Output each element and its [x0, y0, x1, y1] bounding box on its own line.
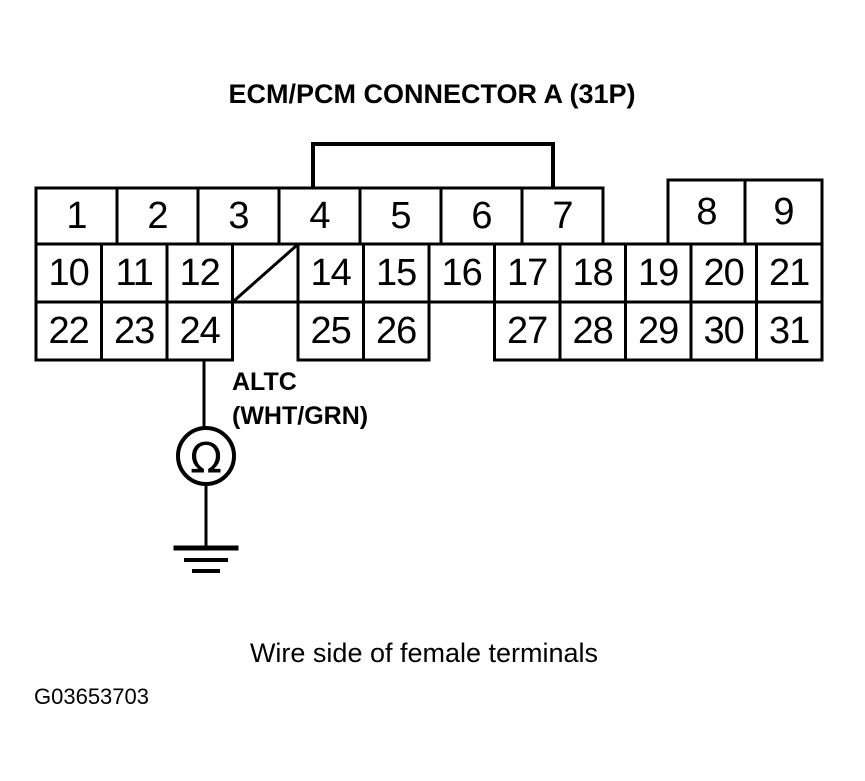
- terminal-cell-24[interactable]: 24: [165, 300, 234, 362]
- ohmmeter-icon: Ω: [176, 426, 236, 486]
- terminal-cell-29[interactable]: 29: [624, 300, 693, 362]
- terminal-cell-1[interactable]: 1: [34, 186, 119, 246]
- pin-number: 11: [115, 252, 152, 294]
- terminal-cell-27[interactable]: 27: [493, 300, 562, 362]
- pin-number: 16: [442, 252, 482, 294]
- pin-number: 22: [49, 310, 89, 352]
- terminal-cell-3[interactable]: 3: [196, 186, 281, 246]
- terminal-cell-6[interactable]: 6: [439, 186, 524, 246]
- terminal-cell-15[interactable]: 15: [362, 242, 431, 304]
- terminal-cell-31[interactable]: 31: [755, 300, 824, 362]
- terminal-cell-2[interactable]: 2: [115, 186, 200, 246]
- pin-number: 7: [552, 195, 572, 237]
- pin-number: 8: [696, 191, 716, 233]
- pin-number: 17: [507, 252, 547, 294]
- terminal-cell-19[interactable]: 19: [624, 242, 693, 304]
- pin-number: 18: [573, 252, 613, 294]
- pin-number: 10: [49, 252, 89, 294]
- ohm-symbol: Ω: [190, 434, 222, 483]
- pin-number: 27: [507, 310, 547, 352]
- terminal-cell-28[interactable]: 28: [558, 300, 627, 362]
- pin-number: 3: [228, 195, 248, 237]
- pin-number: 9: [773, 191, 793, 233]
- terminal-cell-16[interactable]: 16: [427, 242, 496, 304]
- terminal-cell-14[interactable]: 14: [296, 242, 365, 304]
- terminal-cell-26[interactable]: 26: [362, 300, 431, 362]
- wire-name: ALTC: [232, 368, 297, 396]
- connector-row-2: 10 11 12 14 15: [34, 242, 824, 304]
- pin-number: 19: [638, 252, 678, 294]
- figure-id: G03653703: [34, 684, 149, 709]
- pin-number: 4: [309, 195, 330, 237]
- terminal-cell-12[interactable]: 12: [165, 242, 234, 304]
- terminal-cell-23[interactable]: 23: [100, 300, 169, 362]
- pin-number: 15: [376, 252, 416, 294]
- pin-number: 20: [704, 252, 744, 294]
- wire-color: (WHT/GRN): [232, 402, 368, 430]
- terminal-cell-17[interactable]: 17: [493, 242, 562, 304]
- terminal-cell-25[interactable]: 25: [296, 300, 365, 362]
- terminal-cell-11[interactable]: 11: [100, 242, 169, 304]
- pin-number: 31: [769, 310, 809, 352]
- pin-number: 14: [311, 252, 352, 294]
- pin-number: 12: [180, 252, 220, 294]
- pin-number: 29: [638, 310, 678, 352]
- pin-number: 1: [66, 195, 86, 237]
- terminal-cell-8[interactable]: 8: [666, 178, 747, 246]
- pin-number: 5: [390, 195, 410, 237]
- terminal-cell-7[interactable]: 7: [520, 186, 605, 246]
- terminal-cell-9[interactable]: 9: [743, 178, 824, 246]
- pin-number: 6: [471, 195, 491, 237]
- pin-number: 24: [180, 310, 221, 352]
- terminal-cell-5[interactable]: 5: [358, 186, 443, 246]
- pin-number: 26: [376, 310, 416, 352]
- pin-number: 25: [311, 310, 351, 352]
- pin-number: 21: [769, 252, 809, 294]
- terminal-cell-30[interactable]: 30: [689, 300, 758, 362]
- terminal-cell-18[interactable]: 18: [558, 242, 627, 304]
- ground-icon: [173, 482, 239, 573]
- connector-row-1: 1 2 3 4 5 6 7: [34, 178, 824, 246]
- pin-number: 2: [147, 195, 167, 237]
- blank-terminal-slash-icon: [231, 242, 300, 304]
- connector-row-3: 22 23 24 25 26 27: [34, 300, 824, 362]
- terminal-cell-21[interactable]: 21: [755, 242, 824, 304]
- wire-label: ALTC (WHT/GRN): [232, 368, 368, 430]
- diagram-caption: Wire side of female terminals: [250, 638, 598, 668]
- pin-number: 28: [573, 310, 613, 352]
- pin-number: 30: [704, 310, 744, 352]
- terminal-cell-20[interactable]: 20: [689, 242, 758, 304]
- terminal-cell-10[interactable]: 10: [34, 242, 103, 304]
- connector-notch-icon: [311, 142, 555, 192]
- terminal-cell-4[interactable]: 4: [277, 186, 362, 246]
- terminal-cell-22[interactable]: 22: [34, 300, 103, 362]
- pin-number: 23: [114, 310, 154, 352]
- page-title: ECM/PCM CONNECTOR A (31P): [228, 79, 635, 109]
